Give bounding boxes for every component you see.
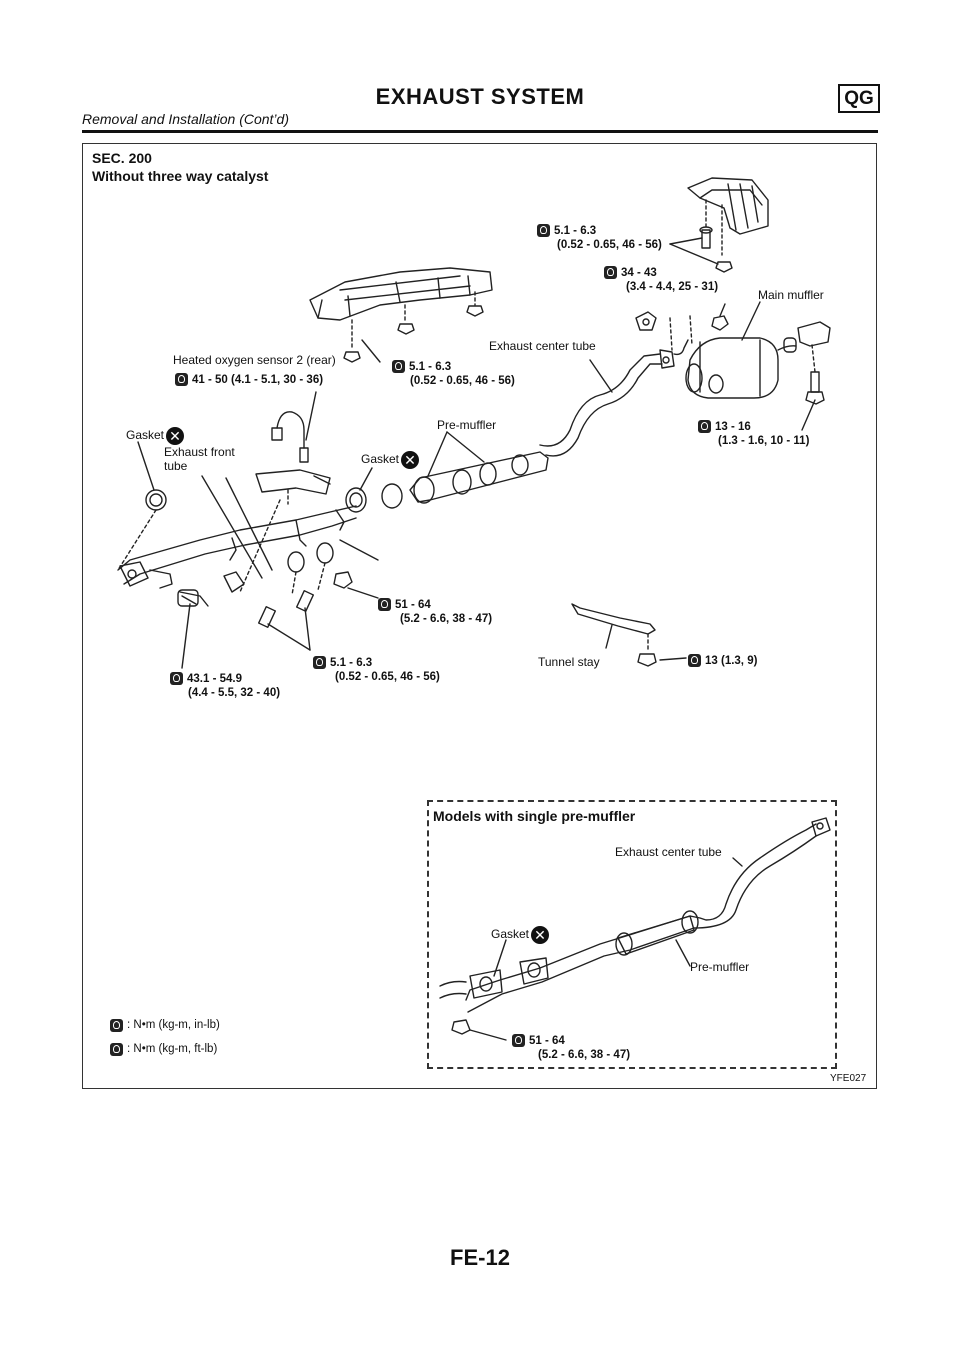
pre-muffler-art <box>409 451 549 504</box>
torque-nm-in-lb-icon <box>392 360 405 373</box>
label-exhaust-front-tube: Exhaust front tube <box>164 445 235 473</box>
inset-label-exhaust-center-tube: Exhaust center tube <box>615 845 722 859</box>
torque-callout-4: 41 - 50 (4.1 - 5.1, 30 - 36) <box>175 373 323 387</box>
legend-row-ft-lb: : N•m (kg-m, ft-lb) <box>110 1043 217 1056</box>
torque-callout-7: 5.1 - 6.3 (0.52 - 0.65, 46 - 56) <box>313 656 440 684</box>
figure-code: YFE027 <box>830 1073 867 1084</box>
page-title: EXHAUST SYSTEM <box>375 84 585 109</box>
replace-gasket-icon: ✕ <box>531 926 550 944</box>
front-heat-shield-art <box>309 267 493 363</box>
label-main-muffler: Main muffler <box>758 288 824 302</box>
inset-torque-callout: 51 - 64 (5.2 - 6.6, 38 - 47) <box>512 1034 630 1062</box>
main-muffler-art <box>635 311 831 405</box>
replace-gasket-icon: ✕ <box>401 451 420 469</box>
diagram-frame <box>82 143 877 1089</box>
torque-nm-ft-lb-icon <box>604 266 617 279</box>
section-badge: QG <box>838 84 880 113</box>
torque-nm-ft-lb-icon <box>175 373 188 386</box>
torque-callout-1: 5.1 - 6.3 (0.52 - 0.65, 46 - 56) <box>537 224 662 252</box>
page-subtitle: Removal and Installation (Cont’d) <box>82 111 289 127</box>
label-gasket-front: Gasket✕ <box>126 427 185 445</box>
replace-gasket-icon: ✕ <box>166 427 185 445</box>
torque-nm-in-lb-icon <box>537 224 550 237</box>
torque-nm-ft-lb-icon <box>688 654 701 667</box>
torque-callout-6: 51 - 64 (5.2 - 6.6, 38 - 47) <box>378 598 492 626</box>
torque-callout-3: 5.1 - 6.3 (0.52 - 0.65, 46 - 56) <box>392 360 515 388</box>
inset-title: Models with single pre-muffler <box>433 808 636 824</box>
torque-callout-8: 43.1 - 54.9 (4.4 - 5.5, 32 - 40) <box>170 672 280 700</box>
label-heated-oxygen-sensor: Heated oxygen sensor 2 (rear) <box>173 353 336 367</box>
oxygen-sensor-art <box>271 411 309 463</box>
variant-heading: Without three way catalyst <box>92 168 269 184</box>
torque-callout-2: 34 - 43 (3.4 - 4.4, 25 - 31) <box>604 266 718 294</box>
torque-nm-in-lb-icon <box>170 672 183 685</box>
tunnel-stay-art <box>571 603 657 667</box>
label-exhaust-center-tube: Exhaust center tube <box>489 339 596 353</box>
torque-callout-9: 13 (1.3, 9) <box>688 654 757 668</box>
header-rule <box>82 130 878 133</box>
rear-heat-shield-art <box>687 177 769 273</box>
section-number: SEC. 200 <box>92 150 152 166</box>
exhaust-front-tube-art <box>117 505 357 607</box>
torque-nm-ft-lb-icon <box>378 598 391 611</box>
exhaust-center-tube-art <box>539 339 689 457</box>
torque-nm-ft-lb-icon <box>512 1034 525 1047</box>
torque-nm-ft-lb-icon <box>110 1043 123 1056</box>
legend-row-in-lb: : N•m (kg-m, in-lb) <box>110 1019 220 1032</box>
inset-label-pre-muffler: Pre-muffler <box>690 960 750 974</box>
label-pre-muffler: Pre-muffler <box>437 418 497 432</box>
torque-nm-in-lb-icon <box>313 656 326 669</box>
torque-callout-5: 13 - 16 (1.3 - 1.6, 10 - 11) <box>698 420 809 448</box>
inset-art <box>439 817 831 1035</box>
torque-nm-in-lb-icon <box>110 1019 123 1032</box>
label-tunnel-stay: Tunnel stay <box>538 655 600 669</box>
page-number: FE-12 <box>450 1245 510 1270</box>
inset-label-gasket: Gasket✕ <box>491 926 550 944</box>
label-gasket-mid: Gasket✕ <box>361 451 420 469</box>
torque-nm-ft-lb-icon <box>698 420 711 433</box>
inset-frame <box>427 800 837 1069</box>
